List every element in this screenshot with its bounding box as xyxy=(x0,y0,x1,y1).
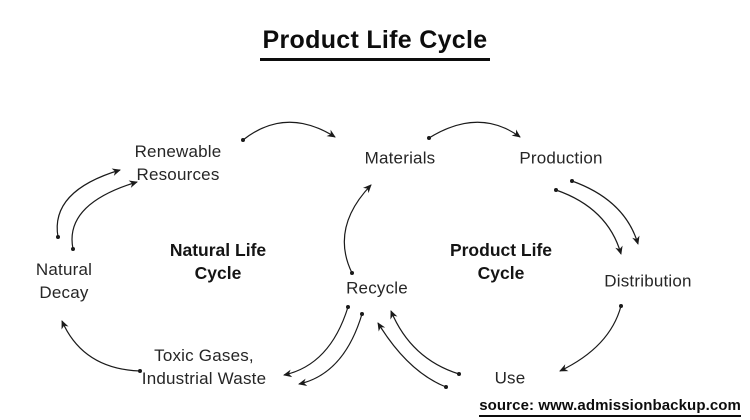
product-life-cycle-label: Product Life Cycle xyxy=(449,240,553,283)
source-credit: source: www.admissionbackup.com xyxy=(479,397,741,417)
natural-life-cycle-label: Natural Life Cycle xyxy=(169,240,267,283)
node-production: Production xyxy=(519,148,603,168)
node-recycle: Recycle xyxy=(346,278,408,298)
page-title-text: Product Life Cycle xyxy=(259,26,491,61)
edge-recycle-toxic-2 xyxy=(298,313,363,387)
edge-distribution-use xyxy=(559,305,622,372)
edge-decay-renewable-1 xyxy=(56,168,121,238)
edge-recycle-materials xyxy=(343,184,372,274)
edge-recycle-toxic-1 xyxy=(283,306,349,378)
edge-materials-production xyxy=(428,121,521,139)
edge-use-recycle-2 xyxy=(377,322,447,388)
node-materials: Materials xyxy=(364,148,436,168)
edge-toxic-decay xyxy=(61,320,141,372)
edge-decay-renewable-2 xyxy=(71,180,138,250)
node-renewable-resources: Renewable Resources xyxy=(134,142,222,184)
page-title: Product Life Cycle xyxy=(0,26,750,61)
edge-production-distribution-2 xyxy=(555,189,623,255)
edge-renewable-materials xyxy=(242,121,336,141)
edge-use-recycle-1 xyxy=(390,310,460,375)
edge-start-dots xyxy=(56,136,623,389)
node-natural-decay: Natural Decay xyxy=(35,260,93,302)
edge-production-distribution-1 xyxy=(571,180,640,245)
node-use: Use xyxy=(494,368,526,388)
node-toxic-gases-industrial-waste: Toxic Gases, Industrial Waste xyxy=(141,346,267,388)
node-distribution: Distribution xyxy=(604,271,692,291)
